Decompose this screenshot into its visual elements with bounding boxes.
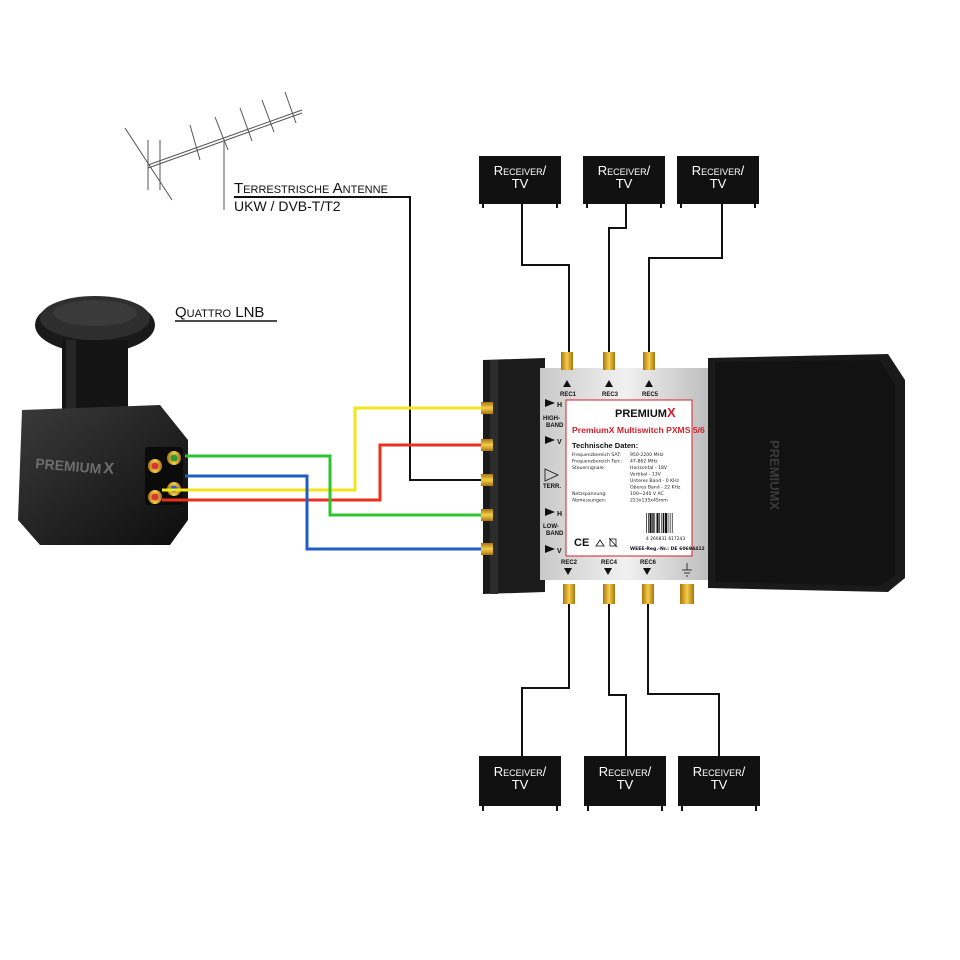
recycling-icon [595, 537, 618, 548]
receiver-top-1[interactable]: Receiver/ TV [479, 156, 561, 208]
spec-label: Abmessungen: [572, 498, 607, 504]
receiver-label-line2: TV [512, 777, 529, 792]
input-low-band: LOW-BAND [543, 524, 564, 537]
receiver-bottom-3[interactable]: Receiver/ TV [678, 756, 760, 811]
barcode-bar [646, 513, 647, 533]
receiver-label-line2: TV [710, 176, 727, 191]
cable-yellow [162, 406, 484, 492]
barcode-bars [646, 513, 673, 533]
cable-red [162, 443, 484, 502]
input-low-h: H [557, 511, 562, 518]
input-high-band: HIGH-BAND [543, 416, 564, 429]
port-rec5: REC5 [642, 392, 659, 398]
device-brand: PREMIUMX [615, 405, 676, 420]
port-rec3: REC3 [602, 392, 619, 398]
lnb-brand-x: X [103, 460, 115, 478]
barcode-bar [659, 513, 660, 533]
port-rec2: REC2 [561, 560, 578, 566]
input-markers [544, 399, 559, 553]
receiver-label-line1: Receiver/ [599, 764, 652, 779]
receiver-label-line2: TV [711, 777, 728, 792]
input-high-h: H [557, 402, 562, 409]
antenna-cable [234, 196, 484, 481]
device-model: PremiumX Multiswitch PXMS 5/6 [572, 425, 705, 435]
spec-value: 950-2200 MHz [630, 452, 664, 458]
barcode-number: 4 260831 617243 [646, 536, 685, 542]
barcode-bar [664, 513, 667, 533]
spec-label: Frequenzbereich Terr.: [572, 459, 623, 465]
lnb-connector [148, 451, 181, 504]
receiver-label-line1: Receiver/ [692, 163, 745, 178]
terrestrial-antenna-icon [124, 91, 303, 210]
cable-green [185, 454, 484, 517]
spec-value: Vertikal - 13V [630, 472, 662, 478]
input-low-v: V [557, 548, 562, 555]
barcode-bar [662, 513, 665, 533]
spec-table: Frequenzbereich SAT: 950-2200 MHzFrequenz… [572, 452, 681, 504]
spec-label: Frequenzbereich SAT: [572, 452, 622, 458]
barcode-bar [661, 513, 663, 533]
port-rec4: REC4 [601, 560, 618, 566]
multiswitch-device [483, 354, 905, 594]
spec-value: Unteres Band - 0 KHz [630, 478, 680, 484]
receiver-label-line1: Receiver/ [693, 764, 746, 779]
input-high-v: V [557, 439, 562, 446]
input-terr: TERR. [543, 484, 561, 490]
ground-icon [682, 563, 692, 577]
multiswitch-side-text: PREMIUMX [767, 440, 782, 510]
spec-value: 223x135x45mm [630, 498, 668, 504]
receiver-label-line1: Receiver/ [598, 163, 651, 178]
lnb-title: Quattro LNB [175, 304, 264, 321]
receiver-top-2[interactable]: Receiver/ TV [583, 156, 665, 208]
spec-label: Netzspannung: [572, 491, 607, 497]
barcode-bar [667, 513, 669, 533]
cable-blue [185, 474, 484, 551]
input-connectors[interactable] [481, 402, 493, 555]
receiver-label-line2: TV [512, 176, 529, 191]
spec-value: Horizontal - 18V [630, 465, 668, 471]
barcode-bar [656, 513, 659, 533]
spec-value: 47-862 MHz [630, 459, 658, 465]
top-port-arrows [563, 380, 653, 387]
port-rec6: REC6 [640, 560, 657, 566]
antenna-subtitle: UKW / DVB-T/T2 [234, 198, 341, 214]
quattro-lnb-icon: PREMIUM X [18, 296, 188, 545]
receiver-cables [521, 203, 723, 756]
barcode-bar [669, 513, 671, 533]
ce-mark: CE [574, 537, 589, 549]
port-rec1: REC1 [560, 392, 577, 398]
receiver-label-line1: Receiver/ [494, 163, 547, 178]
spec-label: Steuersignale: [572, 465, 606, 471]
receiver-top-3[interactable]: Receiver/ TV [677, 156, 759, 208]
spec-value: Oberes Band - 22 KHz [630, 485, 681, 491]
barcode-bar [649, 513, 652, 533]
barcode-bar [652, 513, 654, 533]
spec-value: 100~240 V AC [630, 491, 664, 497]
receiver-bottom-1[interactable]: Receiver/ TV [479, 756, 561, 811]
receiver-label-line2: TV [617, 777, 634, 792]
lnb-brand: PREMIUM [35, 455, 102, 477]
spec-heading: Technische Daten: [572, 441, 638, 450]
top-output-connectors[interactable] [561, 352, 655, 370]
weee-number: WEEE-Reg.-Nr.: DE 60694412 [630, 546, 705, 552]
bottom-port-arrows [564, 568, 651, 575]
receiver-label-line1: Receiver/ [494, 764, 547, 779]
receiver-label-line2: TV [616, 176, 633, 191]
bottom-output-connectors[interactable] [563, 584, 694, 604]
antenna-title: Terrestrische Antenne [234, 180, 388, 197]
barcode-bar [648, 513, 649, 533]
receiver-bottom-2[interactable]: Receiver/ TV [584, 756, 666, 811]
barcode-bar [654, 513, 656, 533]
barcode-bar [671, 513, 673, 533]
